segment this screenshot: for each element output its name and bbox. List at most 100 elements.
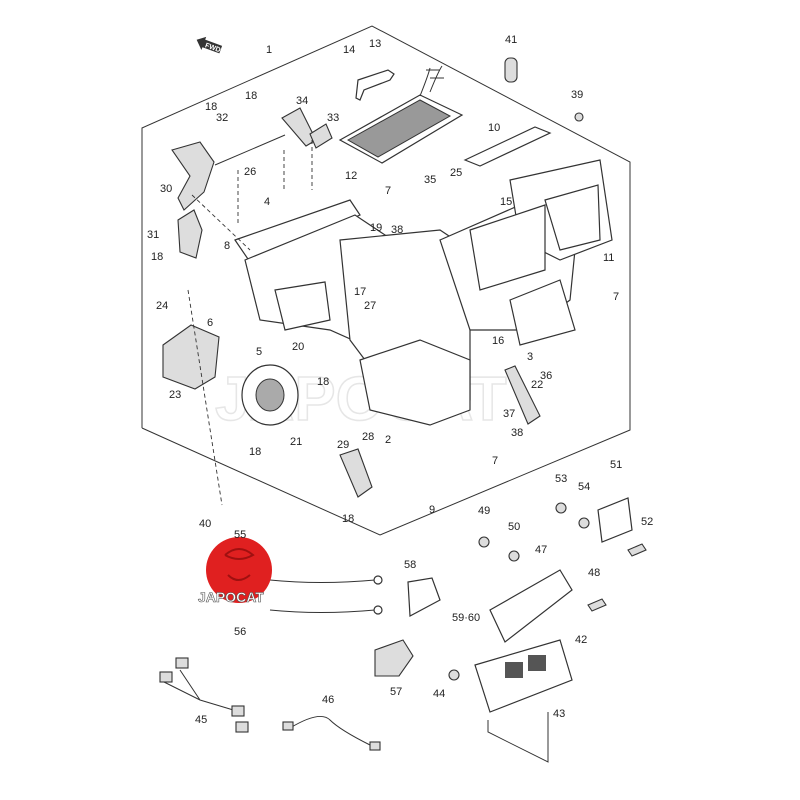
callout-18: 18 <box>342 513 354 525</box>
nut-49 <box>478 536 490 548</box>
callout-24: 24 <box>156 300 168 312</box>
callout-27: 27 <box>364 300 376 312</box>
callout-18: 18 <box>317 376 329 388</box>
assembly-outline <box>141 25 631 536</box>
clip-41 <box>504 57 518 83</box>
fwd-arrow-icon: FWD <box>196 36 223 54</box>
callout-49: 49 <box>478 505 490 517</box>
callout-58: 58 <box>404 559 416 571</box>
actuator-23 <box>162 324 220 390</box>
callout-29: 29 <box>337 439 349 451</box>
valve-57 <box>374 639 414 677</box>
callout-12: 12 <box>345 170 357 182</box>
callout-11: 11 <box>603 252 614 264</box>
link-33 <box>309 123 333 149</box>
callout-28: 28 <box>362 431 374 443</box>
bracket-51 <box>597 497 633 543</box>
callout-30: 30 <box>160 183 172 195</box>
callout-1: 1 <box>266 44 272 56</box>
control-unit-42 <box>474 639 573 713</box>
bracket-43 <box>487 712 549 763</box>
cables-55-56 <box>269 579 376 613</box>
callout-45: 45 <box>195 714 207 726</box>
callout-42: 42 <box>575 634 587 646</box>
callout-41: 41 <box>505 34 517 46</box>
callout-32: 32 <box>216 112 228 124</box>
bracket-13 <box>355 69 395 101</box>
callout-15: 15 <box>500 196 512 208</box>
nut-54 <box>578 517 590 529</box>
harness-45 <box>159 669 241 713</box>
callout-7: 7 <box>385 185 391 197</box>
callout-51: 51 <box>610 459 622 471</box>
svg-text:JAPOCAT: JAPOCAT <box>198 589 264 605</box>
callout-43: 43 <box>553 708 565 720</box>
callout-21: 21 <box>290 436 302 448</box>
callout-37: 37 <box>503 408 515 420</box>
callout-35: 35 <box>424 174 436 186</box>
bracket-58 <box>407 577 441 617</box>
seal-10 <box>463 126 552 167</box>
callout-55: 55 <box>234 529 246 541</box>
callout-22: 22 <box>531 379 543 391</box>
callout-53: 53 <box>555 473 567 485</box>
callout-19: 19 <box>370 222 382 234</box>
callout-6: 6 <box>207 317 213 329</box>
callout-5: 5 <box>256 346 262 358</box>
callout-56: 56 <box>234 626 246 638</box>
callout-9: 9 <box>429 504 435 516</box>
lever-31 <box>177 209 203 259</box>
link-34 <box>281 107 317 147</box>
callout-7: 7 <box>492 455 498 467</box>
callout-18: 18 <box>245 90 257 102</box>
callout-52: 52 <box>641 516 653 528</box>
nut-50 <box>508 550 520 562</box>
callout-38: 38 <box>511 427 523 439</box>
callout-57: 57 <box>390 686 402 698</box>
callout-48: 48 <box>588 567 600 579</box>
callout-46: 46 <box>322 694 334 706</box>
callout-17: 17 <box>354 286 366 298</box>
nut-53 <box>555 502 567 514</box>
harness-46 <box>289 715 371 746</box>
callout-23: 23 <box>169 389 181 401</box>
callout-26: 26 <box>244 166 256 178</box>
callout-14: 14 <box>343 44 355 56</box>
callout-33: 33 <box>327 112 339 124</box>
lever-22 <box>504 365 541 425</box>
screw-39 <box>574 112 584 122</box>
heater-core <box>338 65 464 164</box>
rod-26 <box>214 134 286 166</box>
lever-32-30 <box>171 141 215 211</box>
callout-8: 8 <box>224 240 230 252</box>
callout-47: 47 <box>535 544 547 556</box>
nut-44 <box>448 669 460 681</box>
japocat-logo: JAPOCAT <box>198 537 272 605</box>
callout-39: 39 <box>571 89 583 101</box>
callout-10: 10 <box>488 122 500 134</box>
callout-18: 18 <box>151 251 163 263</box>
callout-34: 34 <box>296 95 308 107</box>
callout-18: 18 <box>205 101 217 113</box>
callout-40: 40 <box>199 518 211 530</box>
callout-7: 7 <box>613 291 619 303</box>
callout-31: 31 <box>147 229 159 241</box>
actuator-29 <box>339 448 373 498</box>
heater-case <box>234 159 613 426</box>
screw-48 <box>587 598 607 612</box>
callout-59·60: 59·60 <box>452 612 480 624</box>
callout-54: 54 <box>578 481 590 493</box>
callout-38: 38 <box>391 224 403 236</box>
callout-2: 2 <box>385 434 391 446</box>
callout-4: 4 <box>264 196 270 208</box>
callout-18: 18 <box>249 446 261 458</box>
callout-16: 16 <box>492 335 504 347</box>
fwd-label: FWD <box>204 42 221 54</box>
screw-52 <box>627 543 647 557</box>
callout-50: 50 <box>508 521 520 533</box>
control-panel-47 <box>489 569 573 643</box>
callout-25: 25 <box>450 167 462 179</box>
callout-13: 13 <box>369 38 381 50</box>
